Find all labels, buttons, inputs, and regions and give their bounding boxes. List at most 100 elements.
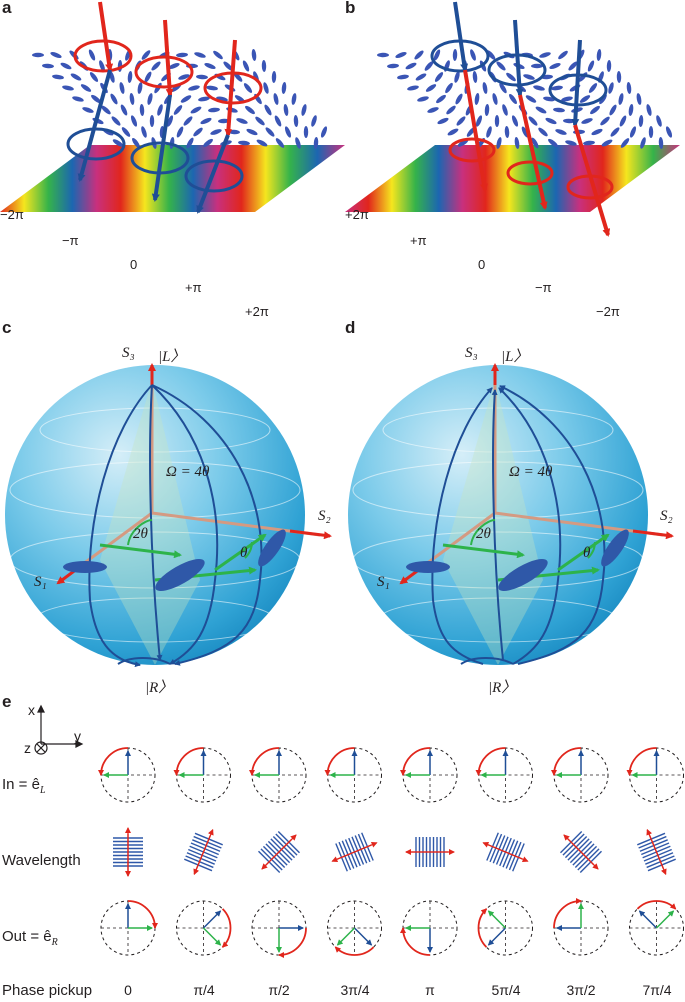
lc-molecule <box>528 116 538 126</box>
tick-a-2: 0 <box>130 257 138 272</box>
lc-molecule <box>320 126 328 138</box>
lc-molecule <box>204 62 216 70</box>
lc-molecule <box>523 74 535 80</box>
lc-molecule <box>129 93 135 105</box>
row-label-in-text: In = ê <box>2 776 40 793</box>
optic-axis <box>193 835 211 876</box>
lc-molecule <box>600 116 610 126</box>
lc-molecule <box>470 49 476 61</box>
lc-molecule <box>271 71 277 83</box>
lc-molecule <box>502 104 508 116</box>
lc-molecule <box>157 104 163 116</box>
lc-molecule <box>198 96 210 102</box>
poincare-sphere-c <box>5 365 305 665</box>
waveplate <box>184 828 223 876</box>
rotation-arc <box>98 747 129 776</box>
lc-molecule <box>255 116 265 126</box>
lc-molecule <box>397 74 409 80</box>
lc-molecule <box>137 82 143 94</box>
output-beams-b <box>448 69 614 237</box>
lc-molecule <box>242 60 250 72</box>
rotation-arc <box>400 747 431 776</box>
lc-molecule <box>139 104 145 116</box>
lc-molecule <box>626 82 632 94</box>
row-label-out-text: Out = ê <box>2 928 52 945</box>
rotation-arc <box>278 927 307 958</box>
lc-molecule <box>82 107 94 113</box>
lc-molecule <box>601 139 613 147</box>
lc-molecule <box>70 73 82 81</box>
s3-label-c: S₃ <box>122 345 135 361</box>
lc-molecule <box>245 105 255 115</box>
lc-molecule <box>200 117 212 125</box>
lc-molecule <box>261 60 267 72</box>
blue-vector <box>202 910 222 929</box>
lc-molecule <box>456 116 466 126</box>
waveplate <box>405 837 455 867</box>
metasurface-phase-plane-a <box>0 145 345 212</box>
rotation-arc <box>477 908 488 948</box>
panel-label-c: c <box>2 318 12 337</box>
lc-molecule <box>535 106 547 114</box>
lc-molecule <box>180 95 192 103</box>
lc-molecule <box>168 62 180 70</box>
lc-molecule <box>609 104 617 116</box>
theta-label-c: θ <box>240 545 248 561</box>
rotation-arc <box>400 927 431 956</box>
rotation-arc <box>553 898 582 929</box>
lc-molecule <box>581 118 593 124</box>
optic-axis <box>563 834 595 866</box>
lc-molecule <box>407 85 419 91</box>
waveplate <box>331 832 378 872</box>
lc-molecule <box>243 83 253 93</box>
lc-molecule <box>208 107 220 113</box>
polarization-ellipses-d <box>406 529 629 592</box>
lc-molecule <box>521 126 529 138</box>
tick-b-2: 0 <box>478 257 486 272</box>
lc-molecule <box>206 85 218 91</box>
lc-molecule <box>265 127 275 137</box>
omega-label-d: Ω = 4θ <box>509 464 553 480</box>
lc-molecule <box>311 115 317 127</box>
lc-molecule <box>275 138 285 148</box>
lc-molecule <box>274 115 282 127</box>
lc-molecule <box>377 52 389 58</box>
lc-molecule <box>568 61 578 71</box>
lc-molecule <box>486 126 492 138</box>
lc-molecule <box>588 83 598 93</box>
lc-molecule <box>565 140 577 146</box>
lc-molecule <box>452 49 458 61</box>
lc-molecule <box>313 137 319 149</box>
lc-molecule <box>127 71 133 83</box>
polarization-ellipses-c <box>63 529 286 592</box>
lc-molecule <box>42 63 54 69</box>
lc-molecule <box>132 137 140 149</box>
rotation-arc <box>221 908 232 948</box>
lc-molecule <box>596 49 602 61</box>
lc-molecule <box>121 127 131 137</box>
optic-axis <box>331 844 372 863</box>
tick-a-3: +π <box>185 280 202 295</box>
lc-molecule <box>436 94 446 104</box>
s2-label-d: S₂ <box>660 508 673 524</box>
lc-molecule <box>284 126 292 138</box>
lc-molecule <box>551 85 563 91</box>
rotation-arc <box>249 747 280 776</box>
phase-value-6: 3π/2 <box>566 982 596 998</box>
lc-molecule <box>251 49 257 61</box>
lc-molecule <box>538 127 548 137</box>
optic-axis <box>482 841 523 860</box>
lc-molecule <box>210 129 222 135</box>
rotation-arc <box>334 946 375 956</box>
lc-molecule <box>151 61 161 71</box>
lc-molecule <box>474 93 480 105</box>
phase-value-3: 3π/4 <box>340 982 370 998</box>
lc-molecule <box>88 49 96 61</box>
lc-molecule <box>514 137 520 149</box>
lc-molecule <box>457 139 469 147</box>
lc-molecule <box>545 117 557 125</box>
lc-molecule <box>437 117 449 125</box>
lc-molecule <box>213 50 223 60</box>
lc-molecule <box>301 104 307 116</box>
rotation-arc <box>127 900 158 929</box>
